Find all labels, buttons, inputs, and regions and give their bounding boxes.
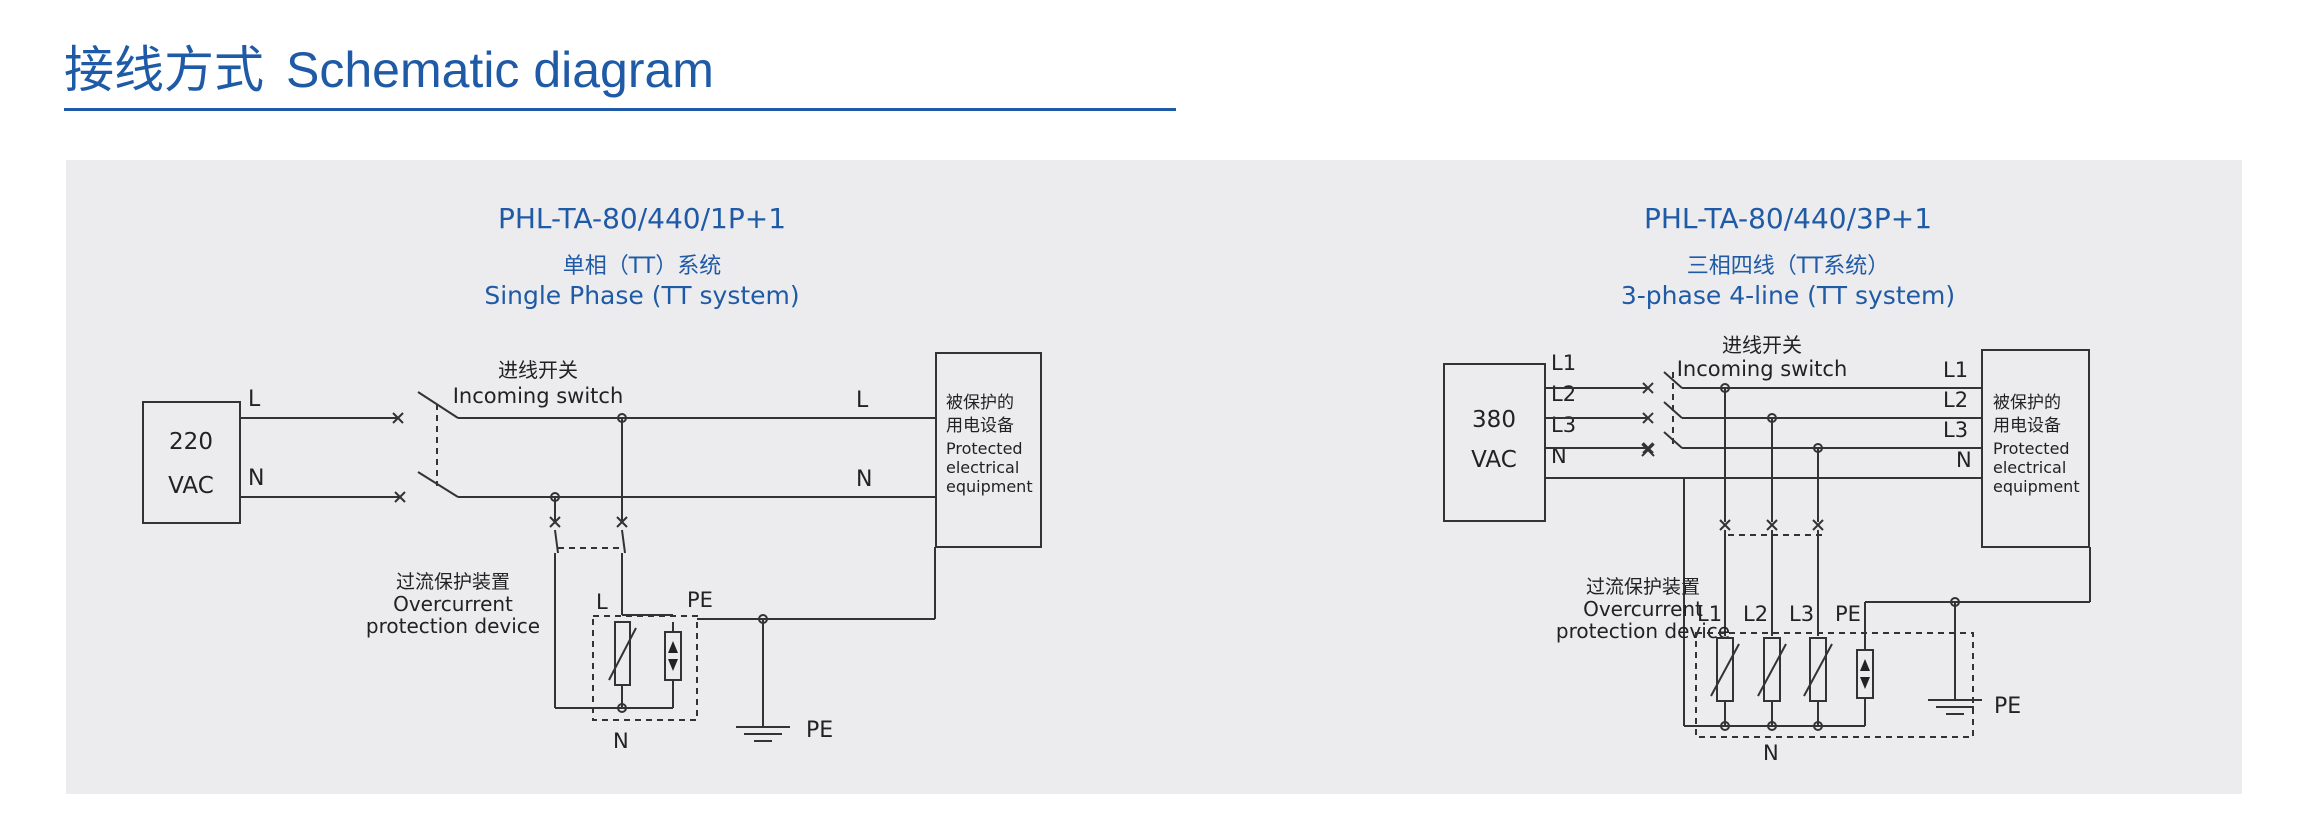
right-spd-label-L3: L3 <box>1789 602 1814 626</box>
left-switch-label-cn: 进线开关 <box>498 358 578 382</box>
left-ocpd-label-en2: protection device <box>366 614 540 638</box>
left-switch-contact-N <box>394 491 406 503</box>
right-switch-contacts <box>1641 382 1655 457</box>
left-device-text-1: 被保护的 <box>946 393 1014 413</box>
right-src-L1: L1 <box>1551 351 1576 375</box>
right-device-text-4: electrical <box>1993 458 2066 477</box>
three-phase-diagram: PHL-TA-80/440/3P+1 三相四线（TT系统） 3-phase 4-… <box>1443 202 2091 765</box>
right-subtitle-cn: 三相四线（TT系统） <box>1687 254 1890 279</box>
right-overcurrent-device <box>1719 519 1824 636</box>
left-source-unit: VAC <box>168 473 214 499</box>
left-device-text-4: electrical <box>946 458 1019 477</box>
left-subtitle-cn: 单相（TT）系统 <box>563 254 722 279</box>
left-overcurrent-device <box>549 516 628 708</box>
right-model-title: PHL-TA-80/440/3P+1 <box>1644 202 1932 235</box>
left-surge-protection-device <box>555 614 698 721</box>
right-src-L3: L3 <box>1551 413 1576 437</box>
right-switch-label-en: Incoming switch <box>1677 357 1848 381</box>
left-source-box <box>142 401 241 524</box>
left-ocpd-label-en1: Overcurrent <box>393 592 513 616</box>
right-dev-L2: L2 <box>1943 388 1968 412</box>
right-ground-symbol <box>1928 699 1982 715</box>
right-switch-blades <box>1663 371 1683 449</box>
left-ground-label-PE: PE <box>806 718 833 743</box>
left-device-N: N <box>856 467 872 492</box>
left-device-text-3: Protected <box>946 439 1023 458</box>
left-switch-label-en: Incoming switch <box>453 384 624 408</box>
right-spd-label-N: N <box>1763 741 1779 765</box>
right-ocpd-label-en2: protection device <box>1556 619 1730 643</box>
diagram-panel: PHL-TA-80/440/1P+1 单相（TT）系统 Single Phase… <box>66 160 2242 794</box>
right-spd-label-L2: L2 <box>1743 602 1768 626</box>
left-protected-equipment-box <box>935 352 1042 548</box>
left-label-L: L <box>248 387 261 412</box>
right-source-unit: VAC <box>1471 447 1517 473</box>
left-model-title: PHL-TA-80/440/1P+1 <box>498 202 786 235</box>
right-spd-label-PE: PE <box>1835 602 1861 626</box>
right-device-text-5: equipment <box>1993 477 2080 496</box>
right-source-box <box>1443 363 1546 522</box>
right-source-voltage: 380 <box>1472 407 1516 433</box>
right-src-N: N <box>1551 444 1567 468</box>
right-dev-N: N <box>1956 448 1972 472</box>
right-surge-protection-device <box>1684 602 1974 738</box>
left-device-L: L <box>856 388 869 413</box>
left-device-text-2: 用电设备 <box>946 416 1014 436</box>
right-switch-label-cn: 进线开关 <box>1722 333 1802 357</box>
left-spd-label-L: L <box>596 590 608 614</box>
left-subtitle-en: Single Phase (TT system) <box>484 281 799 310</box>
left-label-N: N <box>248 466 264 491</box>
title-english: Schematic diagram <box>286 42 714 98</box>
right-ground-label-PE: PE <box>1994 694 2021 719</box>
section-header: 接线方式 Schematic diagram <box>64 36 1176 114</box>
right-protected-equipment-box <box>1981 349 2090 548</box>
page-title: 接线方式 Schematic diagram <box>64 36 714 104</box>
right-device-text-2: 用电设备 <box>1993 416 2061 436</box>
left-ground-symbol <box>736 726 790 742</box>
schematic-diagrams: PHL-TA-80/440/1P+1 单相（TT）系统 Single Phase… <box>142 202 2091 765</box>
left-spd-label-PE: PE <box>687 588 713 612</box>
right-ocpd-label-en1: Overcurrent <box>1583 597 1703 621</box>
left-device-text-5: equipment <box>946 477 1033 496</box>
right-subtitle-en: 3-phase 4-line (TT system) <box>1621 281 1955 310</box>
title-underline <box>64 108 1176 111</box>
right-ocpd-label-cn: 过流保护装置 <box>1586 576 1700 598</box>
left-switch-contact-L <box>392 412 404 424</box>
right-src-L2: L2 <box>1551 382 1576 406</box>
right-dev-L3: L3 <box>1943 418 1968 442</box>
right-spd-label-L1: L1 <box>1697 602 1722 626</box>
right-dev-L1: L1 <box>1943 358 1968 382</box>
left-source-voltage: 220 <box>169 429 213 455</box>
left-ocpd-label-cn: 过流保护装置 <box>396 571 510 593</box>
left-spd-label-N: N <box>613 729 629 753</box>
title-chinese: 接线方式 <box>64 42 264 98</box>
right-device-text-3: Protected <box>1993 439 2070 458</box>
right-device-text-1: 被保护的 <box>1993 393 2061 413</box>
single-phase-diagram: PHL-TA-80/440/1P+1 单相（TT）系统 Single Phase… <box>142 202 1042 753</box>
